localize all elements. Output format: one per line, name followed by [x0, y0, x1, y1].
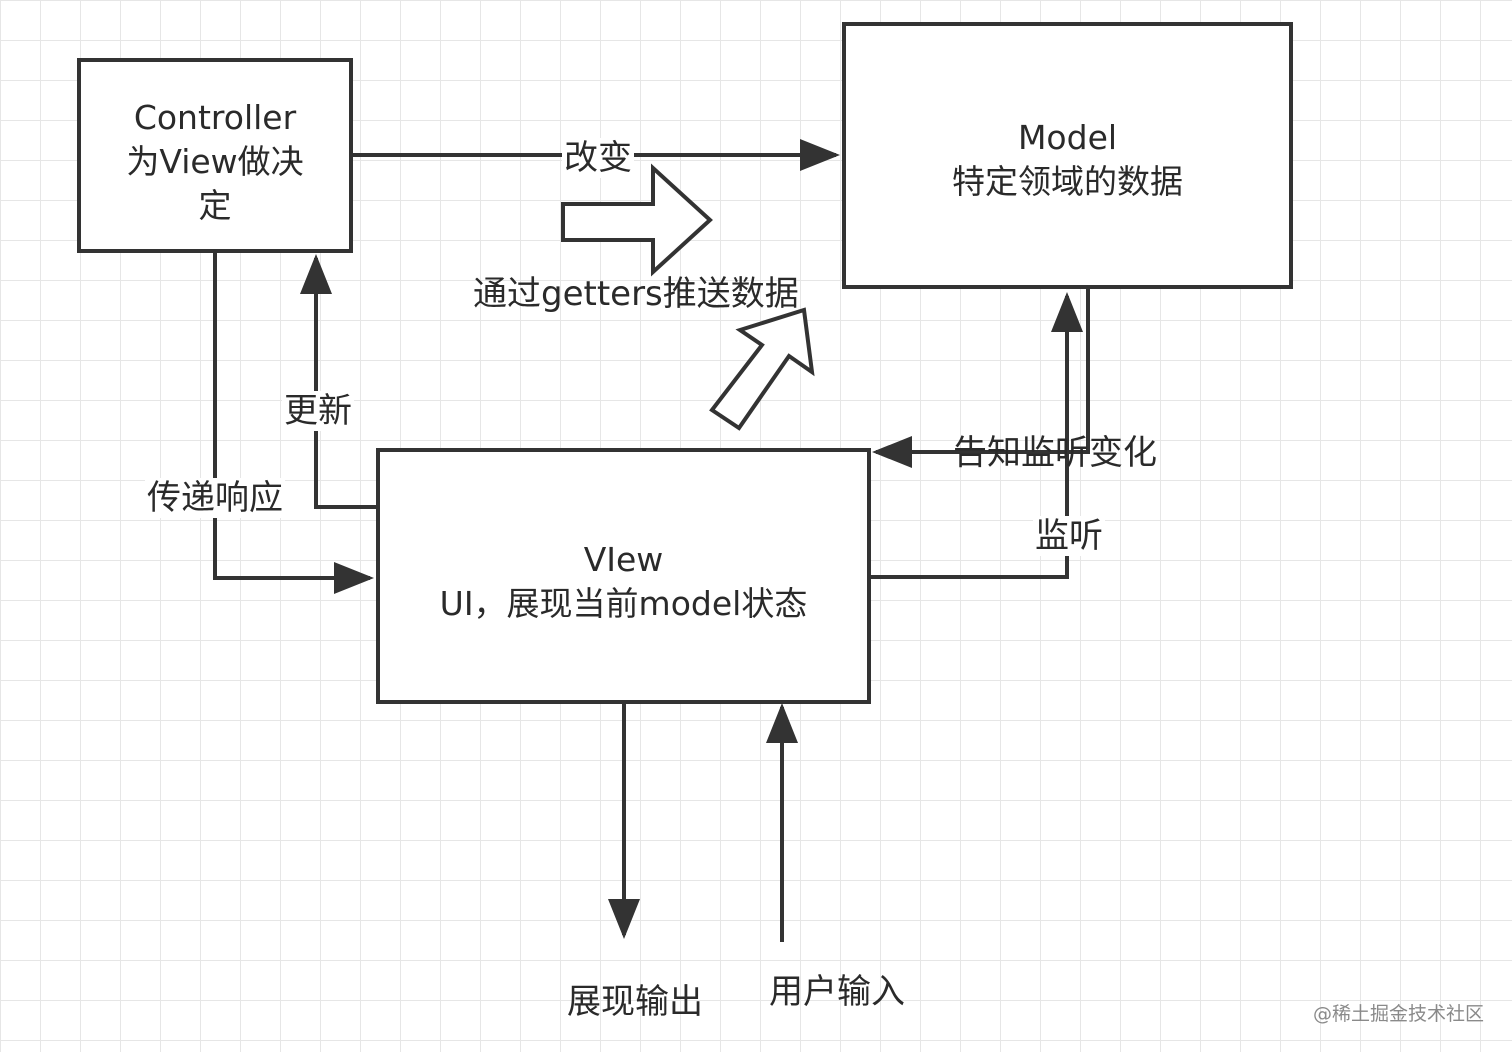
- watermark: @稀土掘金技术社区: [1312, 1003, 1484, 1025]
- model-node: Model 特定领域的数据: [842, 22, 1293, 289]
- label-notify-change: 告知监听变化: [953, 433, 1157, 473]
- label-push-getters: 通过getters推送数据: [473, 274, 799, 314]
- controller-desc-line2: 定: [198, 186, 232, 225]
- edge-model-to-view: [872, 288, 1090, 468]
- controller-desc-line1: 为View做决: [126, 142, 304, 181]
- label-change: 改变: [562, 138, 634, 178]
- model-desc: 特定领域的数据: [952, 162, 1183, 201]
- model-title: Model: [1017, 118, 1118, 157]
- label-pass-response: 传递响应: [145, 478, 285, 518]
- block-arrow-up-right: [709, 307, 815, 431]
- label-update: 更新: [282, 391, 354, 431]
- edge-view-to-model: [870, 292, 1083, 579]
- view-title: VIew: [583, 540, 664, 579]
- view-node: VIew UI，展现当前model状态: [376, 448, 871, 704]
- edge-view-to-controller: [300, 254, 376, 509]
- controller-node: Controller 为View做决 定: [77, 58, 353, 253]
- label-listen: 监听: [1033, 516, 1105, 556]
- label-show-output: 展现输出: [567, 982, 703, 1022]
- controller-title: Controller: [133, 98, 297, 137]
- edge-controller-to-view: [213, 253, 374, 594]
- block-arrow-right: [561, 163, 713, 277]
- view-desc: UI，展现当前model状态: [439, 584, 808, 623]
- label-user-input: 用户输入: [769, 972, 905, 1012]
